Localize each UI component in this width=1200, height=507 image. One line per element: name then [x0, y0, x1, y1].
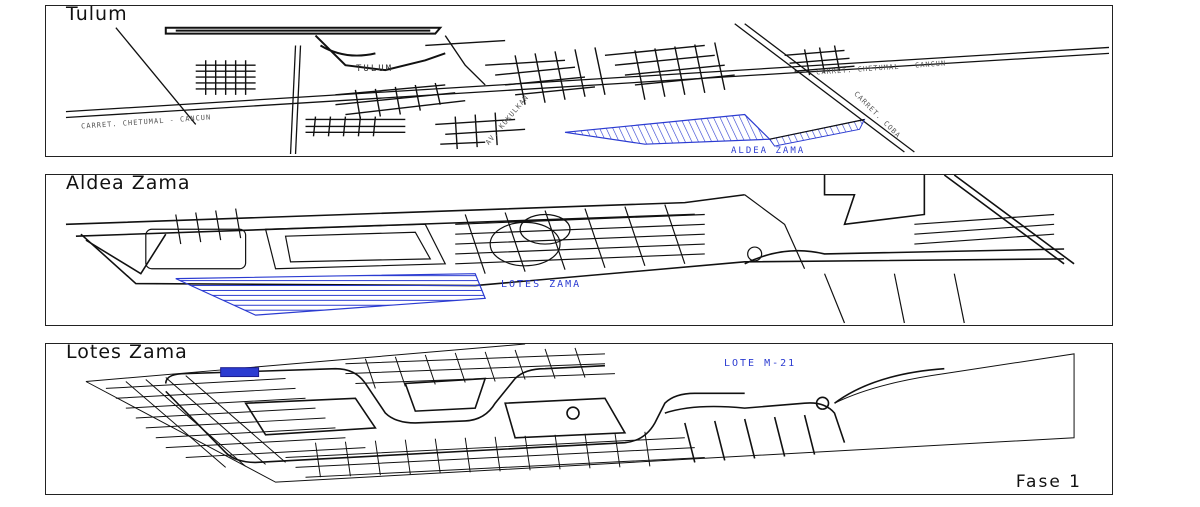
lotes-zama-area — [175, 273, 487, 316]
aldea-zama-area — [564, 113, 772, 145]
label-aldea-zama: ALDEA ZAMA — [731, 146, 806, 156]
panel-title-aldea-zama: Aldea Zama — [62, 175, 195, 194]
label-lote-m21: LOTE M-21 — [724, 358, 797, 369]
lotes-zama-lot-map — [85, 344, 1075, 483]
map-panel-lotes-zama: Lotes Zama LOTE M-21 — [45, 343, 1113, 495]
tulum-street-map — [65, 23, 1110, 155]
phase-label: Fase 1 — [1015, 472, 1082, 492]
map-panel-aldea-zama: Aldea Zama — [45, 174, 1113, 326]
label-lotes-zama: LOTES ZAMA — [501, 279, 582, 290]
panel-title-tulum: Tulum — [62, 6, 132, 25]
label-tulum-town: TULUM — [356, 64, 394, 74]
lote-m21-marker — [220, 367, 260, 378]
aldea-zama-street-map — [65, 175, 1075, 324]
tulum-town-grid — [195, 35, 855, 150]
map-panel-tulum: Tulum — [45, 5, 1113, 157]
panel-title-lotes-zama: Lotes Zama — [62, 344, 192, 363]
